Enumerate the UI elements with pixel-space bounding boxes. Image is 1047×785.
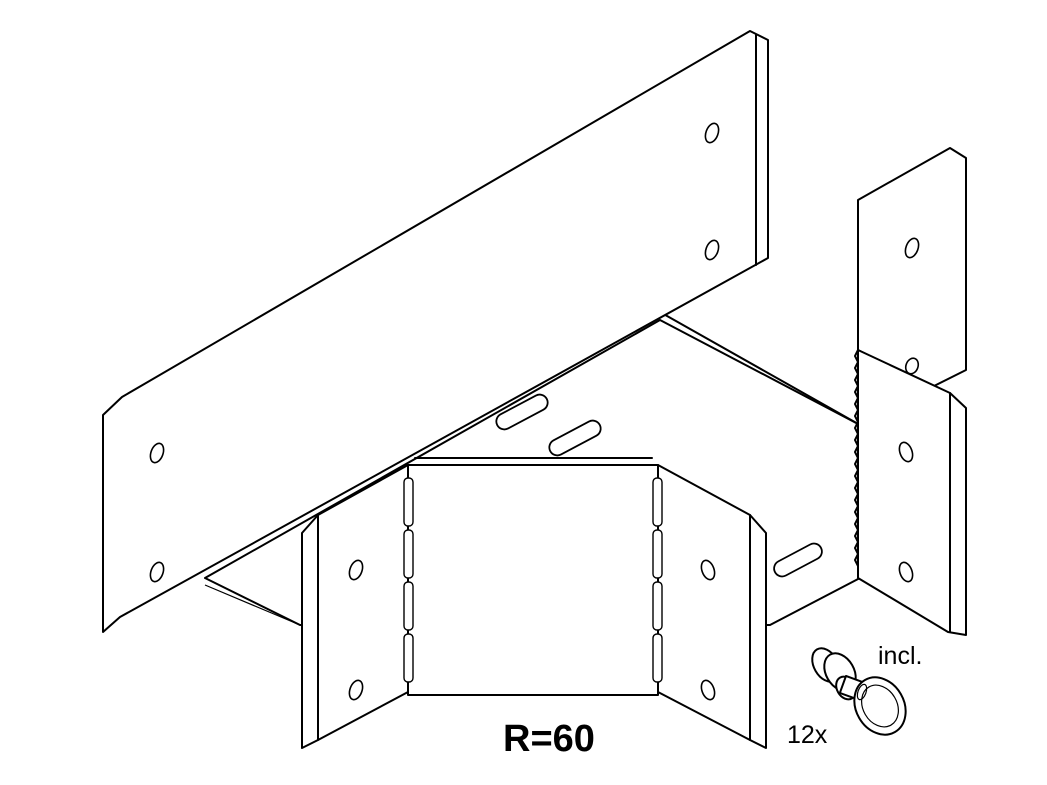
front-center-panel <box>407 464 659 696</box>
floor-edge-line <box>659 311 861 426</box>
floor-slots <box>495 393 823 578</box>
right-hinge-seam <box>854 349 859 567</box>
carriage-bolt-nut-icon <box>811 647 907 736</box>
quantity-label: 12x <box>787 721 828 749</box>
radius-label: R=60 <box>503 718 595 760</box>
floor-edge-line-right <box>769 577 861 626</box>
front-left-holes <box>348 559 364 701</box>
rear-plate-holes <box>149 122 720 583</box>
floor-edge-line-lower <box>204 584 301 626</box>
included-label: incl. <box>878 642 923 670</box>
slot <box>495 393 549 431</box>
right-outer-holes <box>904 237 920 375</box>
front-left-hinge <box>403 477 414 683</box>
front-right-holes <box>700 559 716 701</box>
rear-side-plate <box>102 30 769 633</box>
right-outer-plate <box>857 147 967 389</box>
front-right-hinge <box>652 477 663 683</box>
slot <box>548 419 602 457</box>
right-inner-holes <box>898 441 914 583</box>
slot <box>773 542 823 578</box>
